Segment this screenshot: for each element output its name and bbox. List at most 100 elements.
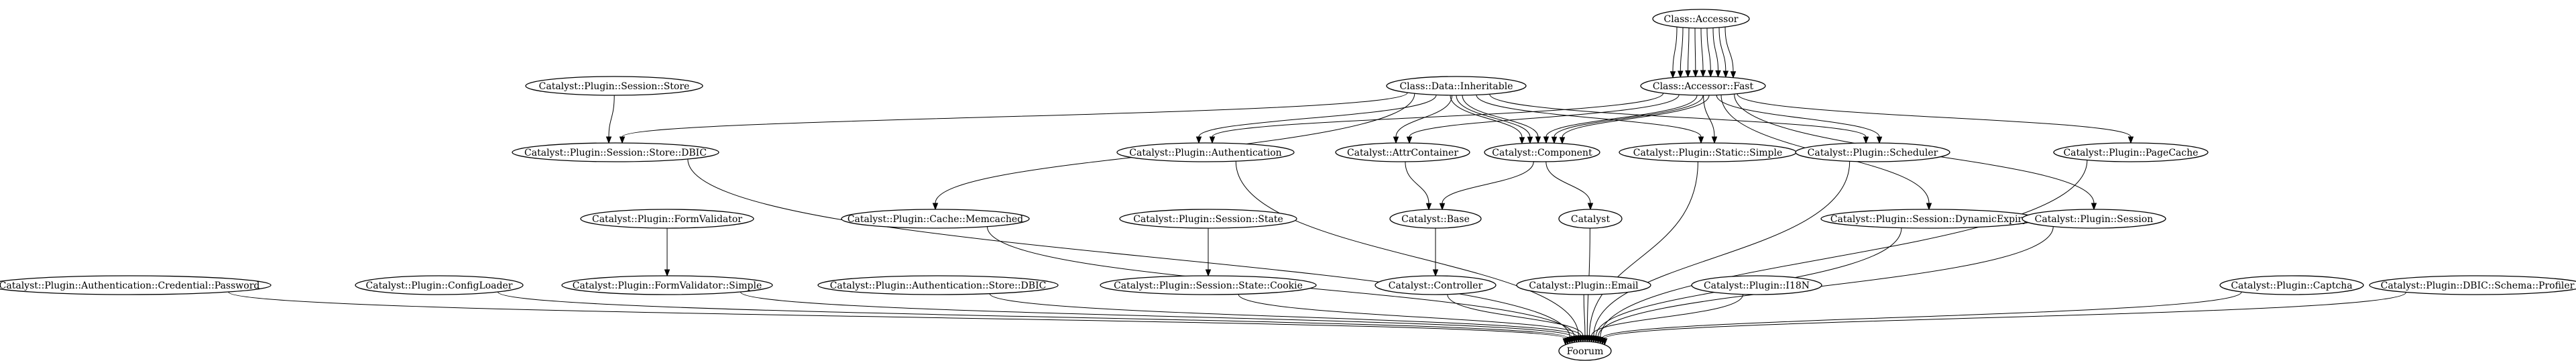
edge-line <box>1680 27 1684 72</box>
edge-formvalidator-to-formvalidator_simple <box>664 227 670 277</box>
node-foorum: Foorum <box>1558 341 1612 361</box>
edge-line <box>1716 95 1880 138</box>
edge-class_accessor_fast-to-component <box>1551 95 1704 144</box>
arrowhead-icon <box>932 203 939 211</box>
edge-captcha-to-foorum <box>1599 291 2242 345</box>
edge-line <box>1737 93 2131 138</box>
node-session-state-cookie: Catalyst::Plugin::Session::State::Cookie <box>1100 275 1317 295</box>
arrowhead-icon <box>605 136 612 144</box>
node-ellipse <box>1335 142 1470 162</box>
edge-i18n-to-foorum <box>1588 294 1743 343</box>
node-attrcontainer: Catalyst::AttrContainer <box>1335 142 1470 162</box>
node-session-state: Catalyst::Plugin::Session::State <box>1119 209 1297 229</box>
node-static-simple: Catalyst::Plugin::Static::Simple <box>1619 142 1797 162</box>
node-label: Class::Accessor::Fast <box>1653 81 1754 92</box>
edge-class_accessor-to-class_accessor_fast <box>1718 27 1729 79</box>
arrowhead-icon <box>1406 136 1413 144</box>
node-cache-memcached: Catalyst::Plugin::Cache::Memcached <box>841 209 1030 229</box>
node-captcha: Catalyst::Plugin::Captcha <box>2219 275 2364 295</box>
edge-line <box>1405 161 1429 204</box>
edge-class_accessor-to-class_accessor_fast <box>1712 28 1721 78</box>
node-ellipse <box>1389 209 1482 229</box>
node-label: Class::Data::Inheritable <box>1399 81 1513 92</box>
edge-class_accessor-to-class_accessor_fast <box>1685 28 1691 78</box>
node-ellipse <box>1652 9 1750 29</box>
edge-class_accessor-to-class_accessor_fast <box>1700 28 1706 78</box>
node-class-accessor-fast: Class::Accessor::Fast <box>1640 76 1766 96</box>
node-label: Catalyst::Plugin::Scheduler <box>1808 148 1938 158</box>
edge-class_accessor_fast-to-static_simple <box>1703 95 1718 144</box>
edge-component-to-base <box>1439 161 1534 211</box>
arrowhead-icon <box>1582 335 1588 343</box>
arrowhead-icon <box>1209 136 1216 144</box>
edge-line <box>1476 95 1702 138</box>
arrowhead-icon <box>1715 70 1721 78</box>
node-class-data-inheritable: Class::Data::Inheritable <box>1386 76 1527 96</box>
edge-line <box>687 158 1570 338</box>
arrowhead-icon <box>1559 137 1566 145</box>
edge-line <box>1442 161 1534 204</box>
node-label: Catalyst <box>1571 214 1611 225</box>
node-label: Catalyst::Plugin::FormValidator <box>592 214 742 225</box>
edge-line <box>1450 95 1523 138</box>
node-ellipse <box>1374 275 1497 295</box>
node-authentication: Catalyst::Plugin::Authentication <box>1116 142 1295 162</box>
edge-session-to-foorum <box>1595 226 2054 344</box>
node-scheduler: Catalyst::Plugin::Scheduler <box>1795 142 1950 162</box>
node-formvalidator-simple: Catalyst::Plugin::FormValidator::Simple <box>561 275 773 295</box>
edge-configloader-to-foorum <box>497 291 1571 345</box>
node-label: Catalyst::Plugin::Session::State::Cookie <box>1114 280 1303 291</box>
edge-layer <box>228 27 2406 346</box>
node-ellipse <box>1100 275 1317 295</box>
node-label: Catalyst::Plugin::Cache::Memcached <box>847 214 1023 225</box>
arrowhead-icon <box>1730 71 1737 79</box>
edge-class_accessor-to-class_accessor_fast <box>1670 27 1678 79</box>
edge-line <box>1462 95 1539 138</box>
edge-line <box>1447 294 1584 336</box>
edge-line <box>1456 95 1531 138</box>
edge-line <box>228 291 1566 340</box>
arrowhead-icon <box>1587 203 1594 211</box>
arrowhead-icon <box>1685 70 1691 78</box>
edge-line <box>1703 95 1715 138</box>
node-label: Catalyst::Plugin::Static::Simple <box>1633 148 1782 158</box>
edge-class_data_inheritable-to-scheduler <box>1489 94 1869 144</box>
node-label: Catalyst::Plugin::DBIC::Schema::Profiler <box>2381 280 2575 291</box>
node-ellipse <box>1116 142 1295 162</box>
edge-line <box>1545 161 1591 204</box>
edge-line <box>989 293 1577 337</box>
node-ellipse <box>2219 275 2364 295</box>
node-catalyst: Catalyst <box>1558 209 1623 229</box>
node-ellipse <box>580 209 754 229</box>
node-label: Catalyst::Plugin::FormValidator::Simple <box>573 280 762 291</box>
node-ellipse <box>817 275 1059 295</box>
edge-line <box>1583 294 1586 336</box>
node-ellipse <box>841 209 1030 229</box>
arrowhead-icon <box>1195 136 1202 144</box>
arrowhead-icon <box>1569 336 1575 344</box>
edge-line <box>1591 294 1743 336</box>
node-label: Catalyst::Plugin::Session::Store <box>539 81 690 92</box>
node-class-accessor: Class::Accessor <box>1652 9 1750 29</box>
node-ellipse <box>1640 76 1766 96</box>
edge-line <box>1489 94 1867 138</box>
arrowhead-icon <box>1678 70 1684 79</box>
edge-line <box>740 291 1572 338</box>
edge-line <box>1589 161 1698 336</box>
edge-class_accessor-to-class_accessor_fast <box>1706 28 1714 78</box>
arrowhead-icon <box>1708 70 1714 78</box>
node-ellipse <box>1119 209 1297 229</box>
node-label: Catalyst::Plugin::Email <box>1529 280 1639 291</box>
edge-line <box>497 291 1568 339</box>
arrowhead-icon <box>1393 136 1399 144</box>
arrowhead-icon <box>1535 136 1541 144</box>
node-label: Catalyst::Base <box>1401 214 1470 225</box>
edge-class_data_inheritable-to-static_simple <box>1476 95 1704 144</box>
edge-session_state_cookie-to-foorum <box>1238 294 1584 343</box>
node-label: Catalyst::Component <box>1492 148 1592 158</box>
arrowhead-icon <box>1692 70 1699 78</box>
edge-class_data_inheritable-to-component <box>1450 95 1525 145</box>
edge-class_accessor-to-class_accessor_fast <box>1692 28 1699 78</box>
node-ellipse <box>1386 76 1527 96</box>
node-auth-store-dbic: Catalyst::Plugin::Authentication::Store:… <box>817 275 1059 295</box>
